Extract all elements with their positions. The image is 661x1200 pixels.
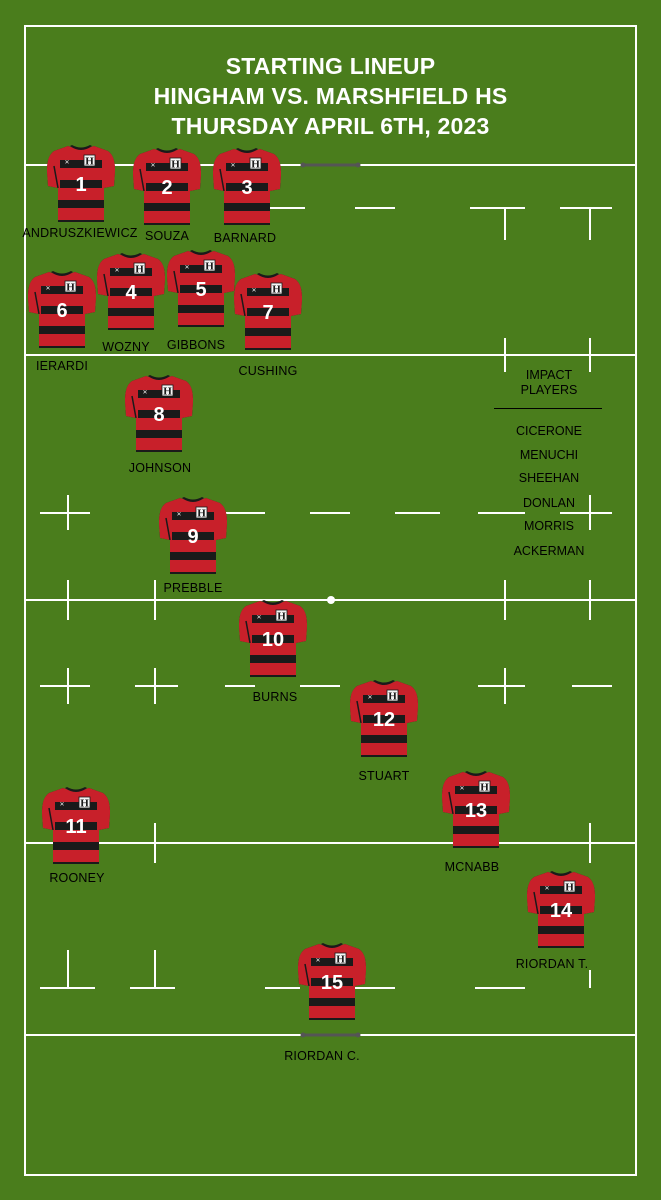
player-name: MCNABB — [444, 860, 500, 874]
player-name: ANDRUSZKIEWICZ — [22, 226, 138, 240]
svg-text:✕: ✕ — [367, 695, 372, 701]
svg-text:H: H — [388, 691, 397, 703]
svg-text:✕: ✕ — [315, 958, 320, 964]
player-jersey-9: H ✕ 9 — [158, 494, 238, 594]
svg-text:5: 5 — [195, 279, 206, 301]
svg-text:H: H — [171, 159, 180, 171]
svg-text:H: H — [272, 284, 281, 296]
impact-title-line-2: PLAYERS — [520, 383, 578, 397]
impact-player: DONLAN — [522, 496, 576, 510]
svg-text:14: 14 — [550, 900, 573, 922]
svg-text:13: 13 — [465, 800, 487, 822]
impact-title-line-1: IMPACT — [525, 368, 573, 382]
player-jersey-15: H ✕ 15 — [297, 940, 377, 1040]
svg-text:✕: ✕ — [230, 163, 235, 169]
player-name: CUSHING — [238, 364, 298, 378]
svg-text:H: H — [163, 386, 172, 398]
svg-text:H: H — [277, 611, 286, 623]
impact-player: MORRIS — [524, 519, 574, 533]
svg-text:✕: ✕ — [142, 390, 147, 396]
player-name: RIORDAN T. — [515, 957, 589, 971]
svg-text:6: 6 — [56, 300, 67, 322]
svg-text:✕: ✕ — [150, 163, 155, 169]
player-jersey-5: H ✕ 5 — [166, 247, 246, 347]
player-jersey-13: H ✕ 13 — [441, 768, 521, 868]
player-jersey-4: H ✕ 4 — [96, 250, 176, 350]
svg-text:11: 11 — [65, 816, 86, 838]
svg-text:✕: ✕ — [251, 288, 256, 294]
svg-text:✕: ✕ — [59, 802, 64, 808]
player-name: STUART — [358, 769, 410, 783]
impact-player: MENUCHI — [519, 448, 579, 462]
impact-player: SHEEHAN — [518, 471, 580, 485]
svg-text:12: 12 — [373, 709, 395, 731]
svg-text:H: H — [205, 261, 214, 273]
svg-text:H: H — [66, 282, 75, 294]
svg-text:H: H — [85, 156, 94, 168]
title-line-2: HINGHAM VS. MARSHFIELD HS — [153, 83, 508, 109]
player-jersey-7: H ✕ 7 — [233, 270, 313, 370]
svg-text:10: 10 — [262, 629, 284, 651]
svg-text:H: H — [565, 882, 574, 894]
player-jersey-3: H ✕ 3 — [212, 145, 292, 245]
player-jersey-10: H ✕ 10 — [238, 597, 318, 697]
player-jersey-11: H ✕ 11 — [41, 784, 121, 884]
svg-text:✕: ✕ — [45, 286, 50, 292]
svg-text:9: 9 — [187, 526, 198, 548]
player-name: JOHNSON — [128, 461, 192, 475]
svg-text:3: 3 — [241, 177, 252, 199]
player-jersey-8: H ✕ 8 — [124, 372, 204, 472]
svg-text:2: 2 — [161, 177, 172, 199]
svg-text:8: 8 — [153, 404, 164, 426]
svg-text:✕: ✕ — [176, 512, 181, 518]
svg-text:H: H — [135, 264, 144, 276]
player-jersey-2: H ✕ 2 — [132, 145, 212, 245]
title-line-3: THURSDAY APRIL 6TH, 2023 — [171, 113, 490, 139]
player-jersey-1: H ✕ 1 — [46, 142, 126, 242]
svg-text:✕: ✕ — [114, 268, 119, 274]
svg-text:H: H — [336, 954, 345, 966]
player-jersey-12: H ✕ 12 — [349, 677, 429, 777]
impact-player: CICERONE — [516, 424, 582, 438]
svg-text:1: 1 — [75, 174, 86, 196]
title-line-1: STARTING LINEUP — [225, 53, 436, 79]
player-name: IERARDI — [35, 359, 89, 373]
player-name: BURNS — [252, 690, 298, 704]
player-jersey-6: H ✕ 6 — [27, 268, 107, 368]
player-name: PREBBLE — [163, 581, 223, 595]
player-name: GIBBONS — [166, 338, 226, 352]
svg-text:✕: ✕ — [459, 786, 464, 792]
svg-text:H: H — [480, 782, 489, 794]
player-name: RIORDAN C. — [284, 1049, 360, 1063]
svg-text:4: 4 — [125, 282, 137, 304]
player-jersey-14: H ✕ 14 — [526, 868, 606, 968]
svg-text:15: 15 — [321, 972, 343, 994]
player-name: BARNARD — [213, 231, 277, 245]
svg-text:✕: ✕ — [184, 265, 189, 271]
svg-text:H: H — [251, 159, 260, 171]
svg-text:✕: ✕ — [256, 615, 261, 621]
svg-text:✕: ✕ — [64, 160, 69, 166]
svg-text:7: 7 — [262, 302, 273, 324]
svg-text:H: H — [80, 798, 89, 810]
player-name: WOZNY — [102, 340, 150, 354]
player-name: ROONEY — [49, 871, 105, 885]
impact-player: ACKERMAN — [513, 544, 585, 558]
impact-divider — [494, 408, 602, 409]
svg-text:H: H — [197, 508, 206, 520]
player-name: SOUZA — [144, 229, 190, 243]
svg-text:✕: ✕ — [544, 886, 549, 892]
